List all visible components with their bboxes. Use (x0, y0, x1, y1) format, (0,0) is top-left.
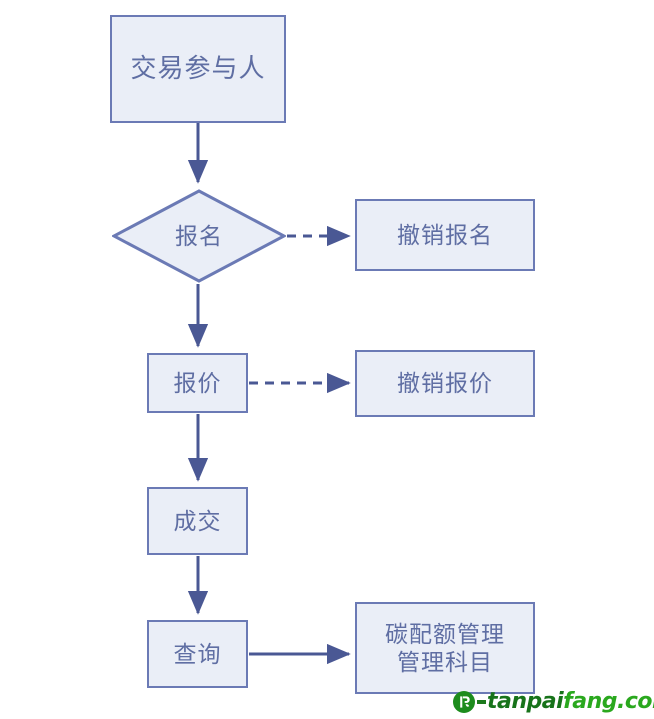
diamond-shape (112, 189, 286, 283)
node-cancel-quote[interactable]: 撤销报价 (355, 350, 535, 417)
node-quote[interactable]: 报价 (147, 353, 248, 413)
watermark-text-primary: tanpai (487, 689, 564, 714)
node-query[interactable]: 查询 (147, 620, 248, 688)
watermark: tanpaifang.com (452, 688, 654, 716)
node-participant[interactable]: 交易参与人 (110, 15, 286, 123)
node-deal[interactable]: 成交 (147, 487, 248, 555)
tanpaifang-logo-icon (453, 691, 475, 713)
node-signup-label: 报名 (175, 222, 223, 249)
watermark-dash (477, 700, 486, 704)
node-signup[interactable]: 报名 (112, 189, 286, 283)
watermark-text-secondary: fang.com (563, 689, 654, 714)
node-carbon-quota-management[interactable]: 碳配额管理 管理科目 (355, 602, 535, 694)
node-cancel-signup[interactable]: 撤销报名 (355, 199, 535, 271)
